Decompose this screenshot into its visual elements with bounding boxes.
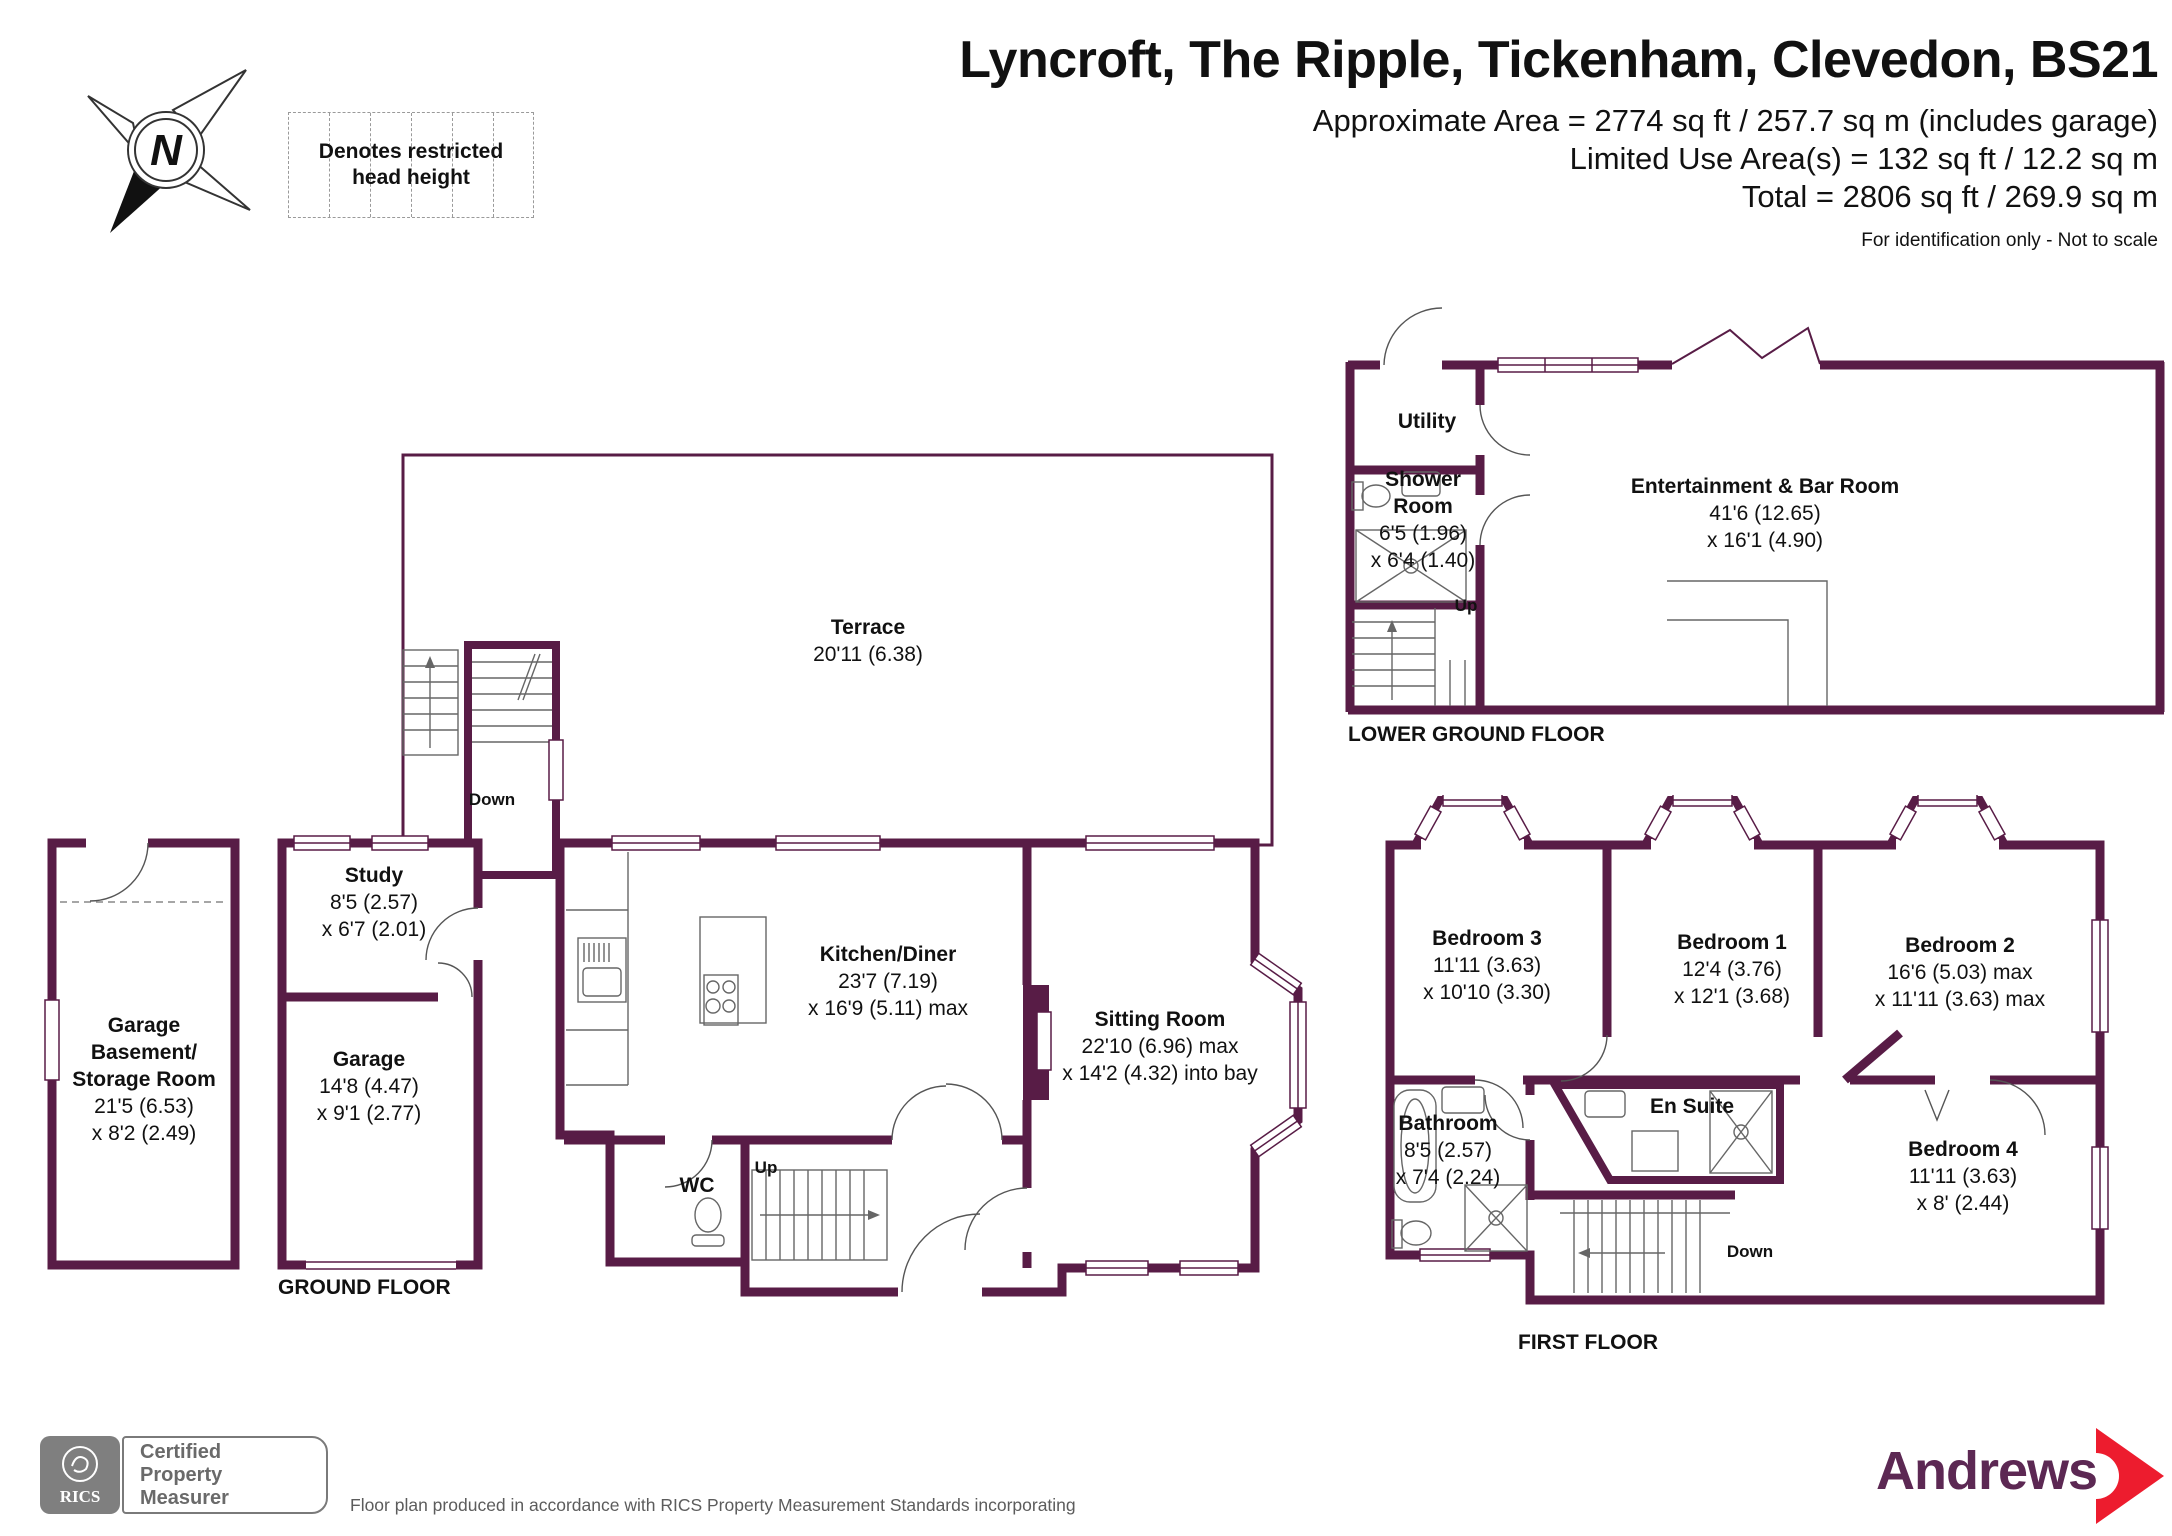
compass-north-letter: N xyxy=(150,126,183,175)
bedroom4-label: Bedroom 4 11'11 (3.63) x 8' (2.44) xyxy=(1908,1138,2018,1215)
ground-floor-title: GROUND FLOOR xyxy=(278,1276,451,1299)
certified-property-measurer-badge: Certified Property Measurer xyxy=(122,1436,328,1514)
andrews-logo-text: Andrews xyxy=(1876,1441,2098,1501)
lower-ground-floor-plan xyxy=(1345,307,2165,715)
kitchen-fixtures xyxy=(566,852,767,1086)
basement-door-gap xyxy=(86,836,148,850)
gf-up-label: Up xyxy=(754,1158,778,1177)
wc-label: WC xyxy=(679,1174,715,1197)
down-staircase-enclosure xyxy=(464,641,564,879)
bar-counter xyxy=(1667,580,1828,706)
shower-room-fixtures xyxy=(1351,471,1467,603)
lgf-doors xyxy=(1380,307,1531,546)
rics-lion-icon xyxy=(62,1446,98,1482)
hob-icon xyxy=(703,974,739,1026)
terrace-stairs xyxy=(402,649,459,756)
basement-window xyxy=(44,999,60,1081)
restricted-head-height-legend: Denotes restricted head height xyxy=(288,112,534,218)
shower-room-label: Shower Room 6'5 (1.96) x 6'4 (1.40) xyxy=(1370,468,1476,572)
study-label: Study 8'5 (2.57) x 6'7 (2.01) xyxy=(321,864,427,941)
ff-windows xyxy=(1419,919,2109,1262)
garage-basement-label: Garage Basement/ Storage Room 21'5 (6.53… xyxy=(72,1014,216,1145)
total-area: Total = 2806 sq ft / 269.9 sq m xyxy=(1741,179,2158,214)
rics-text: RICS xyxy=(60,1487,101,1506)
garage-basement-block xyxy=(44,836,240,1270)
bedroom2-label: Bedroom 2 16'6 (5.03) max x 11'11 (3.63)… xyxy=(1874,934,2046,1011)
andrews-arrow-icon xyxy=(2073,1428,2164,1529)
disclaimer-text: Floor plan produced in accordance with R… xyxy=(350,1495,1076,1515)
ground-floor-windows xyxy=(611,835,1239,1276)
hall-stairs-up xyxy=(751,1169,888,1261)
legend-text: Denotes restricted head height xyxy=(318,140,504,189)
ff-bay-windows xyxy=(1408,795,2012,851)
entertainment-bar-room-label: Entertainment & Bar Room 41'6 (12.65) x … xyxy=(1630,475,1900,552)
kitchen-island xyxy=(699,916,767,1024)
first-floor-title: FIRST FLOOR xyxy=(1518,1331,1658,1354)
bathroom-fixtures xyxy=(1391,1086,1528,1252)
rics-logo: RICS xyxy=(40,1436,120,1514)
ff-stairs-down xyxy=(1560,1200,1730,1293)
ground-floor-doors xyxy=(664,1083,1028,1300)
garage-vehicle-door xyxy=(306,1258,456,1272)
study-door-gap xyxy=(471,908,485,960)
open-wall-zigzag xyxy=(1671,326,1821,365)
sitting-room-bay-window xyxy=(1249,952,1307,1158)
lower-ground-floor-title: LOWER GROUND FLOOR xyxy=(1348,723,1605,746)
garage-label: Garage 14'8 (4.47) x 9'1 (2.77) xyxy=(316,1048,422,1125)
lgf-stairs-up xyxy=(1352,608,1466,706)
ensuite-fixtures xyxy=(1584,1090,1773,1174)
area-summary: Approximate Area = 2774 sq ft / 257.7 sq… xyxy=(1313,102,2158,216)
study-garage-block xyxy=(277,835,485,1272)
fireplace xyxy=(1036,1011,1052,1071)
ff-outer-walls xyxy=(1385,840,2105,1305)
scale-note: For identification only - Not to scale xyxy=(1861,230,2158,251)
ff-inner-walls xyxy=(1390,845,2100,1200)
ground-floor-plan xyxy=(44,453,1307,1300)
lgf-up-label: Up xyxy=(1454,596,1478,615)
ff-down-label: Down xyxy=(1726,1242,1774,1261)
stair-window xyxy=(548,739,564,801)
garage-door-gap xyxy=(438,990,472,1004)
terrace-label: Terrace 20'11 (6.38) xyxy=(813,616,923,666)
utility-label: Utility xyxy=(1397,410,1457,433)
bedroom3-label: Bedroom 3 11'11 (3.63) x 10'10 (3.30) xyxy=(1423,927,1551,1004)
ensuite-label: En Suite xyxy=(1649,1095,1735,1118)
bedroom1-label: Bedroom 1 12'4 (3.76) x 12'1 (3.68) xyxy=(1673,931,1791,1008)
limited-use-area: Limited Use Area(s) = 132 sq ft / 12.2 s… xyxy=(1569,141,2158,176)
page-title: Lyncroft, The Ripple, Tickenham, Clevedo… xyxy=(959,31,2158,89)
sitting-room-label: Sitting Room 22'10 (6.96) max x 14'2 (4.… xyxy=(1062,1008,1258,1085)
wc-toilet-icon xyxy=(691,1197,725,1247)
kitchen-diner-label: Kitchen/Diner 23'7 (7.19) x 16'9 (5.11) … xyxy=(807,943,969,1020)
bathroom-label: Bathroom 8'5 (2.57) x 7'4 (2.24) xyxy=(1395,1112,1501,1189)
approximate-area: Approximate Area = 2774 sq ft / 257.7 sq… xyxy=(1312,103,2158,138)
ff-doors xyxy=(1474,1034,2046,1141)
gf-down-label: Down xyxy=(468,790,516,809)
compass-icon: N xyxy=(78,58,258,243)
first-floor-plan xyxy=(1385,795,2109,1305)
lgf-window xyxy=(1497,357,1639,373)
